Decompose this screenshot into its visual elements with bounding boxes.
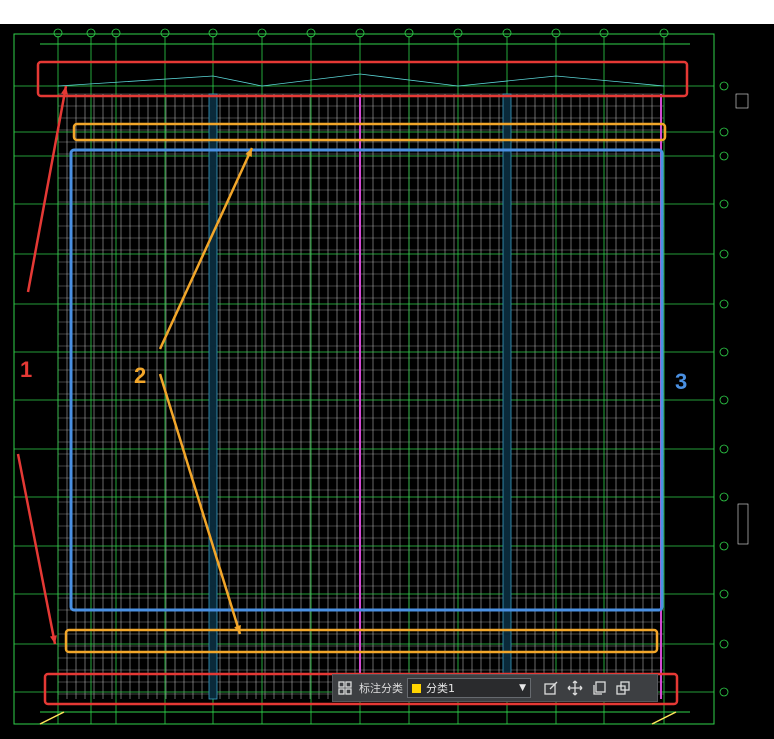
red-arrow-down bbox=[16, 453, 57, 645]
axis-column-bubble bbox=[599, 28, 609, 38]
annotation-label-3: 3 bbox=[675, 369, 688, 394]
axis-row-bubble bbox=[719, 444, 729, 454]
axis-row-bubble bbox=[719, 81, 729, 91]
category-dropdown[interactable]: 分类1 ▼ bbox=[407, 678, 531, 698]
corner-tick-left bbox=[39, 711, 65, 725]
layers-icon[interactable] bbox=[611, 676, 635, 700]
category-label: 标注分类 bbox=[359, 682, 403, 695]
grid-icon[interactable] bbox=[333, 676, 357, 700]
cad-viewport[interactable]: 1 2 3 bbox=[0, 24, 774, 739]
axis-row-bubble bbox=[719, 347, 729, 357]
corner-tick-right bbox=[651, 711, 677, 725]
category-value: 分类1 bbox=[426, 682, 455, 695]
axis-column-bubble bbox=[659, 28, 669, 38]
axis-column-bubble bbox=[551, 28, 561, 38]
orange-highlight-box-bottom bbox=[64, 628, 659, 654]
axis-column-bubble bbox=[160, 28, 170, 38]
cad-drawing bbox=[13, 28, 749, 725]
red-arrow-up bbox=[26, 85, 68, 293]
orange-arrow-down bbox=[158, 373, 242, 635]
copy-icon[interactable] bbox=[587, 676, 611, 700]
orange-arrow-up bbox=[158, 147, 254, 350]
detail-mark bbox=[735, 93, 749, 109]
axis-column-bubble bbox=[355, 28, 365, 38]
axis-column-bubble bbox=[86, 28, 96, 38]
annotation-label-2: 2 bbox=[134, 363, 147, 388]
axis-row-bubble bbox=[719, 639, 729, 649]
cyan-member-strip bbox=[208, 93, 218, 700]
axis-column-bubble bbox=[53, 28, 63, 38]
axis-row-bubble bbox=[719, 249, 729, 259]
detail-mark bbox=[737, 503, 749, 545]
axis-row-bubble bbox=[719, 199, 729, 209]
red-arrow-down-head bbox=[49, 635, 57, 644]
axis-column-bubble bbox=[111, 28, 121, 38]
red-highlight-box-top bbox=[36, 60, 689, 98]
roof-slope-line bbox=[57, 73, 665, 87]
orange-highlight-box-top bbox=[72, 122, 667, 142]
axis-column-bubble bbox=[208, 28, 218, 38]
axis-column-bubble bbox=[502, 28, 512, 38]
red-arrow-up-head bbox=[61, 86, 68, 95]
axis-column-bubble bbox=[453, 28, 463, 38]
axis-row-bubble bbox=[719, 687, 729, 697]
axis-row-bubble bbox=[719, 492, 729, 502]
axis-row-bubble bbox=[719, 541, 729, 551]
axis-row-bubble bbox=[719, 589, 729, 599]
axis-row-bubble bbox=[719, 299, 729, 309]
chevron-down-icon: ▼ bbox=[519, 683, 526, 693]
cyan-member-strip bbox=[502, 93, 512, 700]
orange-arrow-up-head bbox=[245, 148, 252, 157]
annotation-toolbar: 标注分类 分类1 ▼ bbox=[332, 674, 658, 702]
axis-column-bubble bbox=[404, 28, 414, 38]
edit-icon[interactable] bbox=[539, 676, 563, 700]
axis-column-bubble bbox=[257, 28, 267, 38]
move-icon[interactable] bbox=[563, 676, 587, 700]
annotation-label-1: 1 bbox=[20, 357, 33, 382]
axis-row-bubble bbox=[719, 151, 729, 161]
axis-row-bubble bbox=[719, 395, 729, 405]
category-color-swatch bbox=[412, 683, 421, 693]
axis-column-bubble bbox=[306, 28, 316, 38]
blue-highlight-box bbox=[69, 148, 664, 612]
orange-arrow-down-head bbox=[234, 625, 241, 634]
axis-row-bubble bbox=[719, 127, 729, 137]
